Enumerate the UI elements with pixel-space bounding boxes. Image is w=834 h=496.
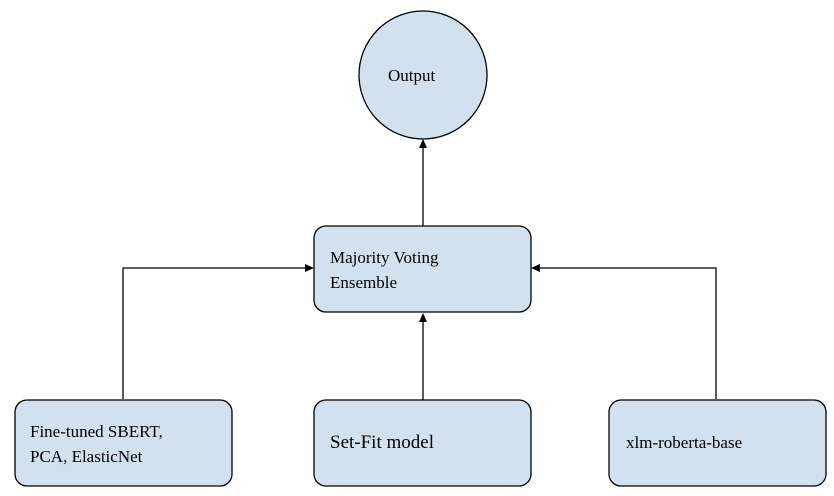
ensemble-node-label: Majority Voting Ensemble [330, 245, 438, 295]
edge-xlm-to-ensemble [539, 267, 717, 399]
sbert-node-label: Fine-tuned SBERT, PCA, ElasticNet [30, 419, 163, 469]
sbert-label-line-2: PCA, ElasticNet [30, 447, 143, 466]
xlm-node-shape [608, 399, 827, 487]
arrowhead-sbert-to-ensemble [305, 264, 314, 272]
sbert-node-shape [14, 399, 233, 487]
output-node-shape [358, 10, 488, 140]
setfit-node-label: Set-Fit model [330, 430, 434, 455]
arrowhead-setfit-to-ensemble [419, 313, 427, 322]
arrowhead-xlm-to-ensemble [531, 264, 540, 272]
output-node-label: Output [388, 63, 435, 88]
nodes [14, 10, 827, 487]
output-label-text: Output [388, 66, 436, 85]
ensemble-label-line-2: Ensemble [330, 273, 398, 292]
setfit-node-shape [313, 399, 532, 487]
setfit-label-text: Set-Fit model [330, 432, 434, 453]
xlm-label-text: xlm-roberta-base [626, 433, 743, 452]
xlm-node-label: xlm-roberta-base [626, 430, 742, 455]
ensemble-label-line-1: Majority Voting [330, 248, 439, 267]
edge-sbert-to-ensemble [122, 267, 306, 399]
connectors [122, 139, 717, 400]
ensemble-node-shape [313, 225, 532, 313]
arrowhead-ensemble-to-output [419, 139, 427, 148]
sbert-label-line-1: Fine-tuned SBERT, [30, 422, 163, 441]
